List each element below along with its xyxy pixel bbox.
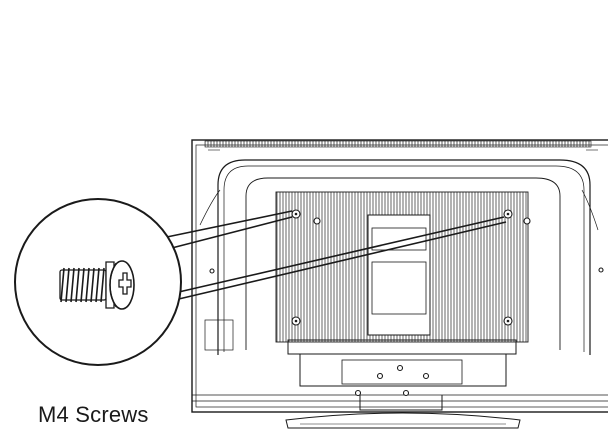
screw-type-label: M4 Screws bbox=[38, 402, 149, 427]
tv-outer-frame bbox=[191, 139, 608, 413]
screw-icon bbox=[59, 260, 135, 310]
stand-base bbox=[285, 339, 521, 429]
back-cover bbox=[199, 159, 599, 355]
callout-lines bbox=[161, 210, 507, 303]
